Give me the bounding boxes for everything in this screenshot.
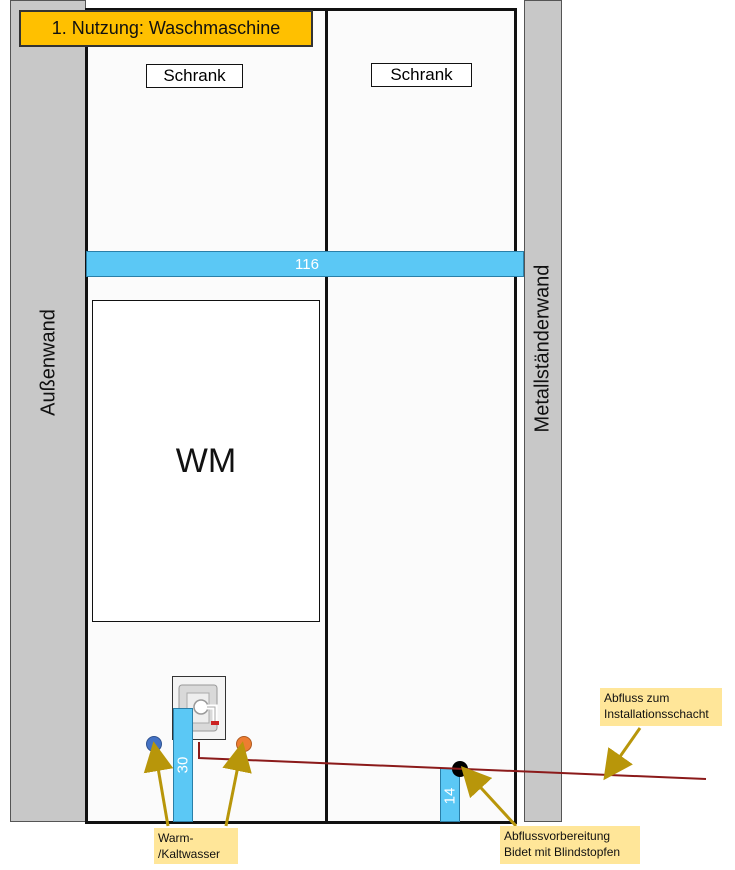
metal-stud-wall: Metallständerwand bbox=[524, 0, 562, 822]
drain-prep-note: Abflussvorbereitung Bidet mit Blindstopf… bbox=[500, 826, 640, 864]
cabinet-label-left: Schrank bbox=[146, 64, 243, 88]
arrow-to-drain-pipe bbox=[603, 727, 642, 781]
cabinet-label-right: Schrank bbox=[371, 63, 472, 87]
arrow-to-hot-water bbox=[222, 741, 252, 827]
angle-valve-graphic bbox=[178, 684, 219, 732]
title-label: 1. Nutzung: Waschmaschine bbox=[19, 10, 313, 47]
supply-riser-dimension: 30 bbox=[173, 708, 193, 822]
outer-wall: Außenwand bbox=[10, 0, 86, 822]
drain-shaft-note-text: Abfluss zum Installationsschacht bbox=[604, 691, 709, 721]
washing-machine: WM bbox=[92, 300, 320, 622]
cabinet-divider bbox=[325, 8, 328, 824]
drain-prep-note-text: Abflussvorbereitung Bidet mit Blindstopf… bbox=[504, 829, 621, 859]
drain-shaft-note: Abfluss zum Installationsschacht bbox=[600, 688, 722, 726]
arrow-to-drain-dot bbox=[460, 765, 518, 828]
water-note-text: Warm- /Kaltwasser bbox=[158, 831, 221, 861]
water-note: Warm- /Kaltwasser bbox=[154, 828, 238, 864]
width-dimension: 116 bbox=[86, 251, 524, 277]
washing-machine-label: WM bbox=[175, 441, 237, 480]
drain-pipe bbox=[198, 742, 707, 780]
arrow-to-cold-water bbox=[143, 741, 174, 827]
width-dimension-value: 116 bbox=[295, 255, 319, 273]
